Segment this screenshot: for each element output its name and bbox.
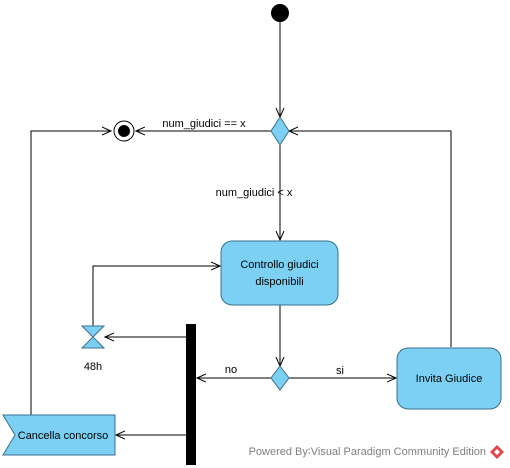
visual-paradigm-logo-icon (490, 445, 504, 459)
timer-event-hourglass (80, 325, 106, 349)
action-controllo-giudici: Controllo giudici disponibili (220, 240, 339, 306)
edge-invita-to-decision (289, 131, 452, 347)
guard-label-equal: num_giudici == x (162, 118, 246, 130)
initial-node (271, 4, 289, 22)
decision-node-lower (270, 365, 290, 391)
controllo-label-line2: disponibili (255, 276, 303, 288)
timer-label: 48h (84, 361, 102, 373)
guard-label-no: no (225, 364, 237, 376)
final-node (113, 120, 135, 142)
edge-timer-to-controllo (92, 266, 220, 327)
edge-cancella-to-final (30, 131, 111, 415)
action-cancella-concorso: Cancella concorso (2, 414, 116, 456)
action-invita-giudice: Invita Giudice (396, 347, 502, 410)
cancella-label: Cancella concorso (18, 430, 109, 442)
invita-label: Invita Giudice (416, 373, 483, 385)
fork-bar (186, 324, 196, 465)
decision-node-upper (270, 116, 290, 146)
footer-watermark: Powered By∶Visual Paradigm Community Edi… (249, 446, 486, 458)
guard-label-si: si (336, 365, 344, 377)
guard-label-less: num_giudici < x (216, 187, 293, 199)
controllo-label-line1: Controllo giudici (240, 259, 318, 271)
